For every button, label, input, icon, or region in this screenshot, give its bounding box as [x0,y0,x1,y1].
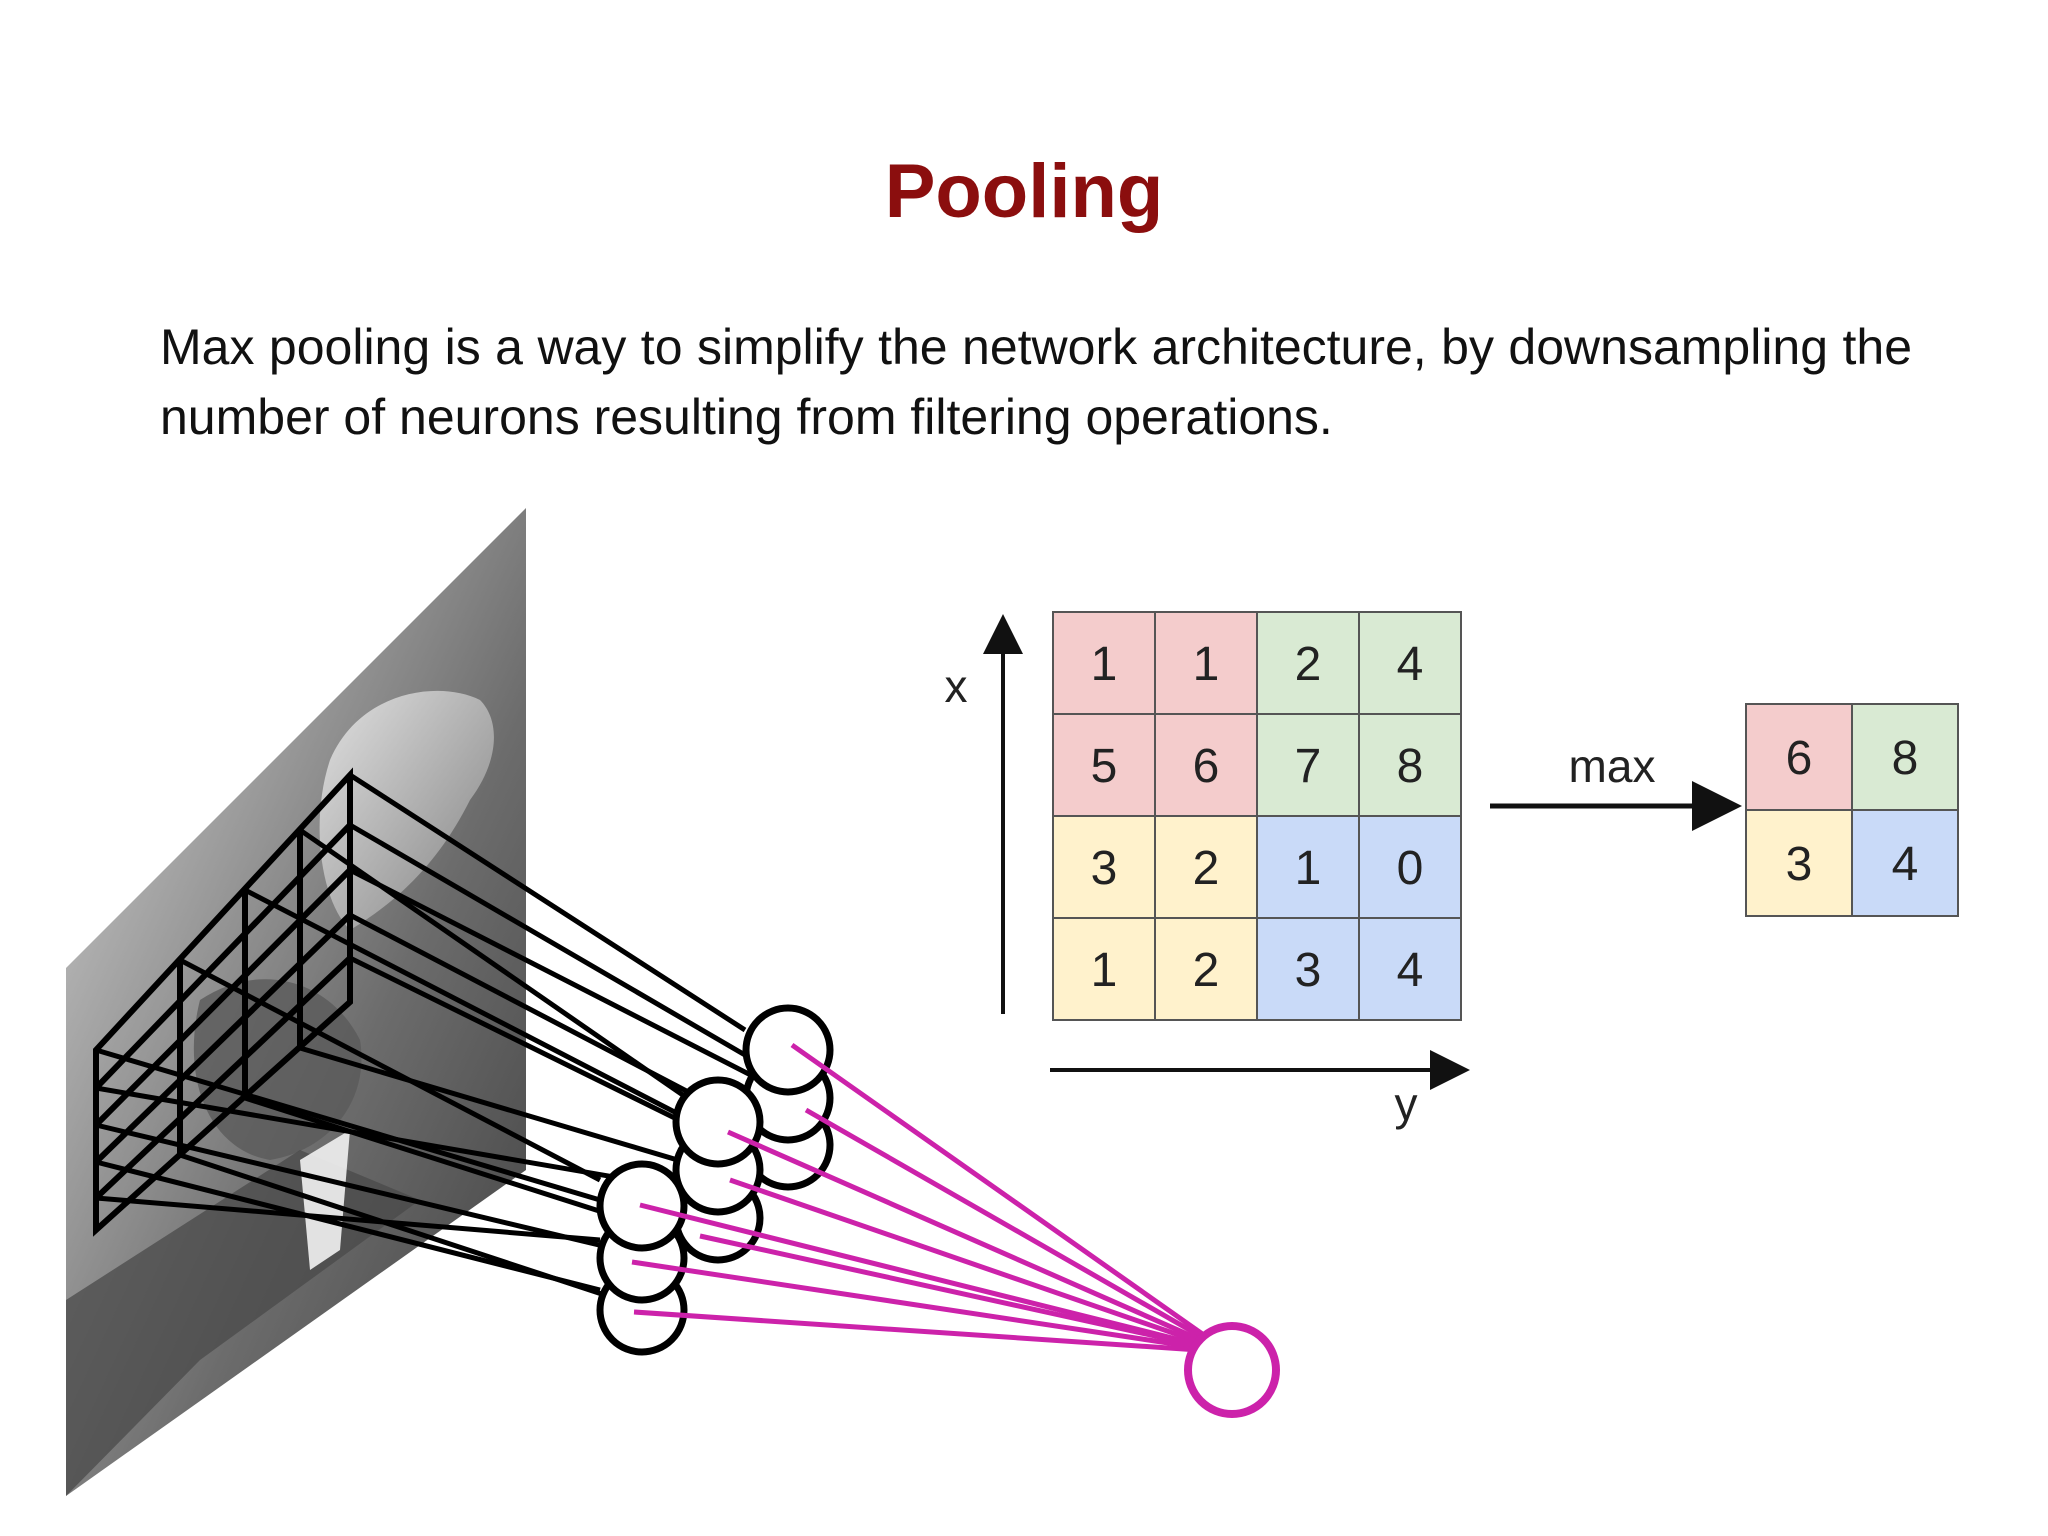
pooling-connections [631,1042,1230,1355]
output-grid: 6 8 3 4 [1745,703,1959,917]
input-grid-cell-value: 2 [1193,944,1220,997]
x-axis-label: x [945,660,968,712]
input-grid-cell-value: 1 [1091,638,1118,691]
y-axis-label: y [1395,1078,1418,1130]
output-grid-cell-value: 4 [1892,838,1919,891]
input-grid-cell-value: 7 [1295,740,1322,793]
input-grid-cell [1256,713,1360,817]
input-grid-cell [1154,815,1258,919]
input-grid-cell [1256,815,1360,919]
output-grid-cell [1745,809,1853,917]
input-grid-cell-value: 4 [1397,944,1424,997]
axes [983,614,1470,1090]
input-grid-cell-value: 2 [1193,842,1220,895]
input-grid-cell [1358,611,1462,715]
input-grid-cell-value: 1 [1193,638,1220,691]
input-grid-cell-value: 8 [1397,740,1424,793]
input-grid-cell [1154,917,1258,1021]
input-grid-cell-value: 5 [1091,740,1118,793]
input-grid-cell-value: 3 [1091,842,1118,895]
output-grid-cell-value: 6 [1786,732,1813,785]
input-grid-cell [1052,815,1156,919]
input-grid-cell [1358,713,1462,817]
max-label: max [1569,740,1656,792]
input-grid-cell [1154,713,1258,817]
slide-title: Pooling [884,149,1164,234]
input-grid-cell [1256,917,1360,1021]
output-grid-cell [1745,703,1853,811]
slide-body-text: Max pooling is a way to simplify the net… [160,319,1912,445]
output-grid-cell-value: 3 [1786,838,1813,891]
input-grid-cell-value: 3 [1295,944,1322,997]
input-grid-cell-value: 2 [1295,638,1322,691]
input-grid-cell [1052,611,1156,715]
pooled-neuron [1184,1322,1280,1418]
input-grid-cell-value: 6 [1193,740,1220,793]
input-grid-cell-value: 4 [1397,638,1424,691]
input-grid-cell-value: 1 [1295,842,1322,895]
input-grid-cell-value: 1 [1091,944,1118,997]
input-image-panel [66,508,1280,1496]
feature-neurons [596,1004,834,1356]
output-grid-cell-value: 8 [1892,732,1919,785]
input-grid-cell [1052,917,1156,1021]
output-grid-cell [1851,809,1959,917]
input-grid: 1 1 2 4 5 6 7 8 3 2 1 0 1 2 3 4 [1052,611,1462,1021]
input-grid-cell-value: 0 [1397,842,1424,895]
input-grid-cell [1358,917,1462,1021]
